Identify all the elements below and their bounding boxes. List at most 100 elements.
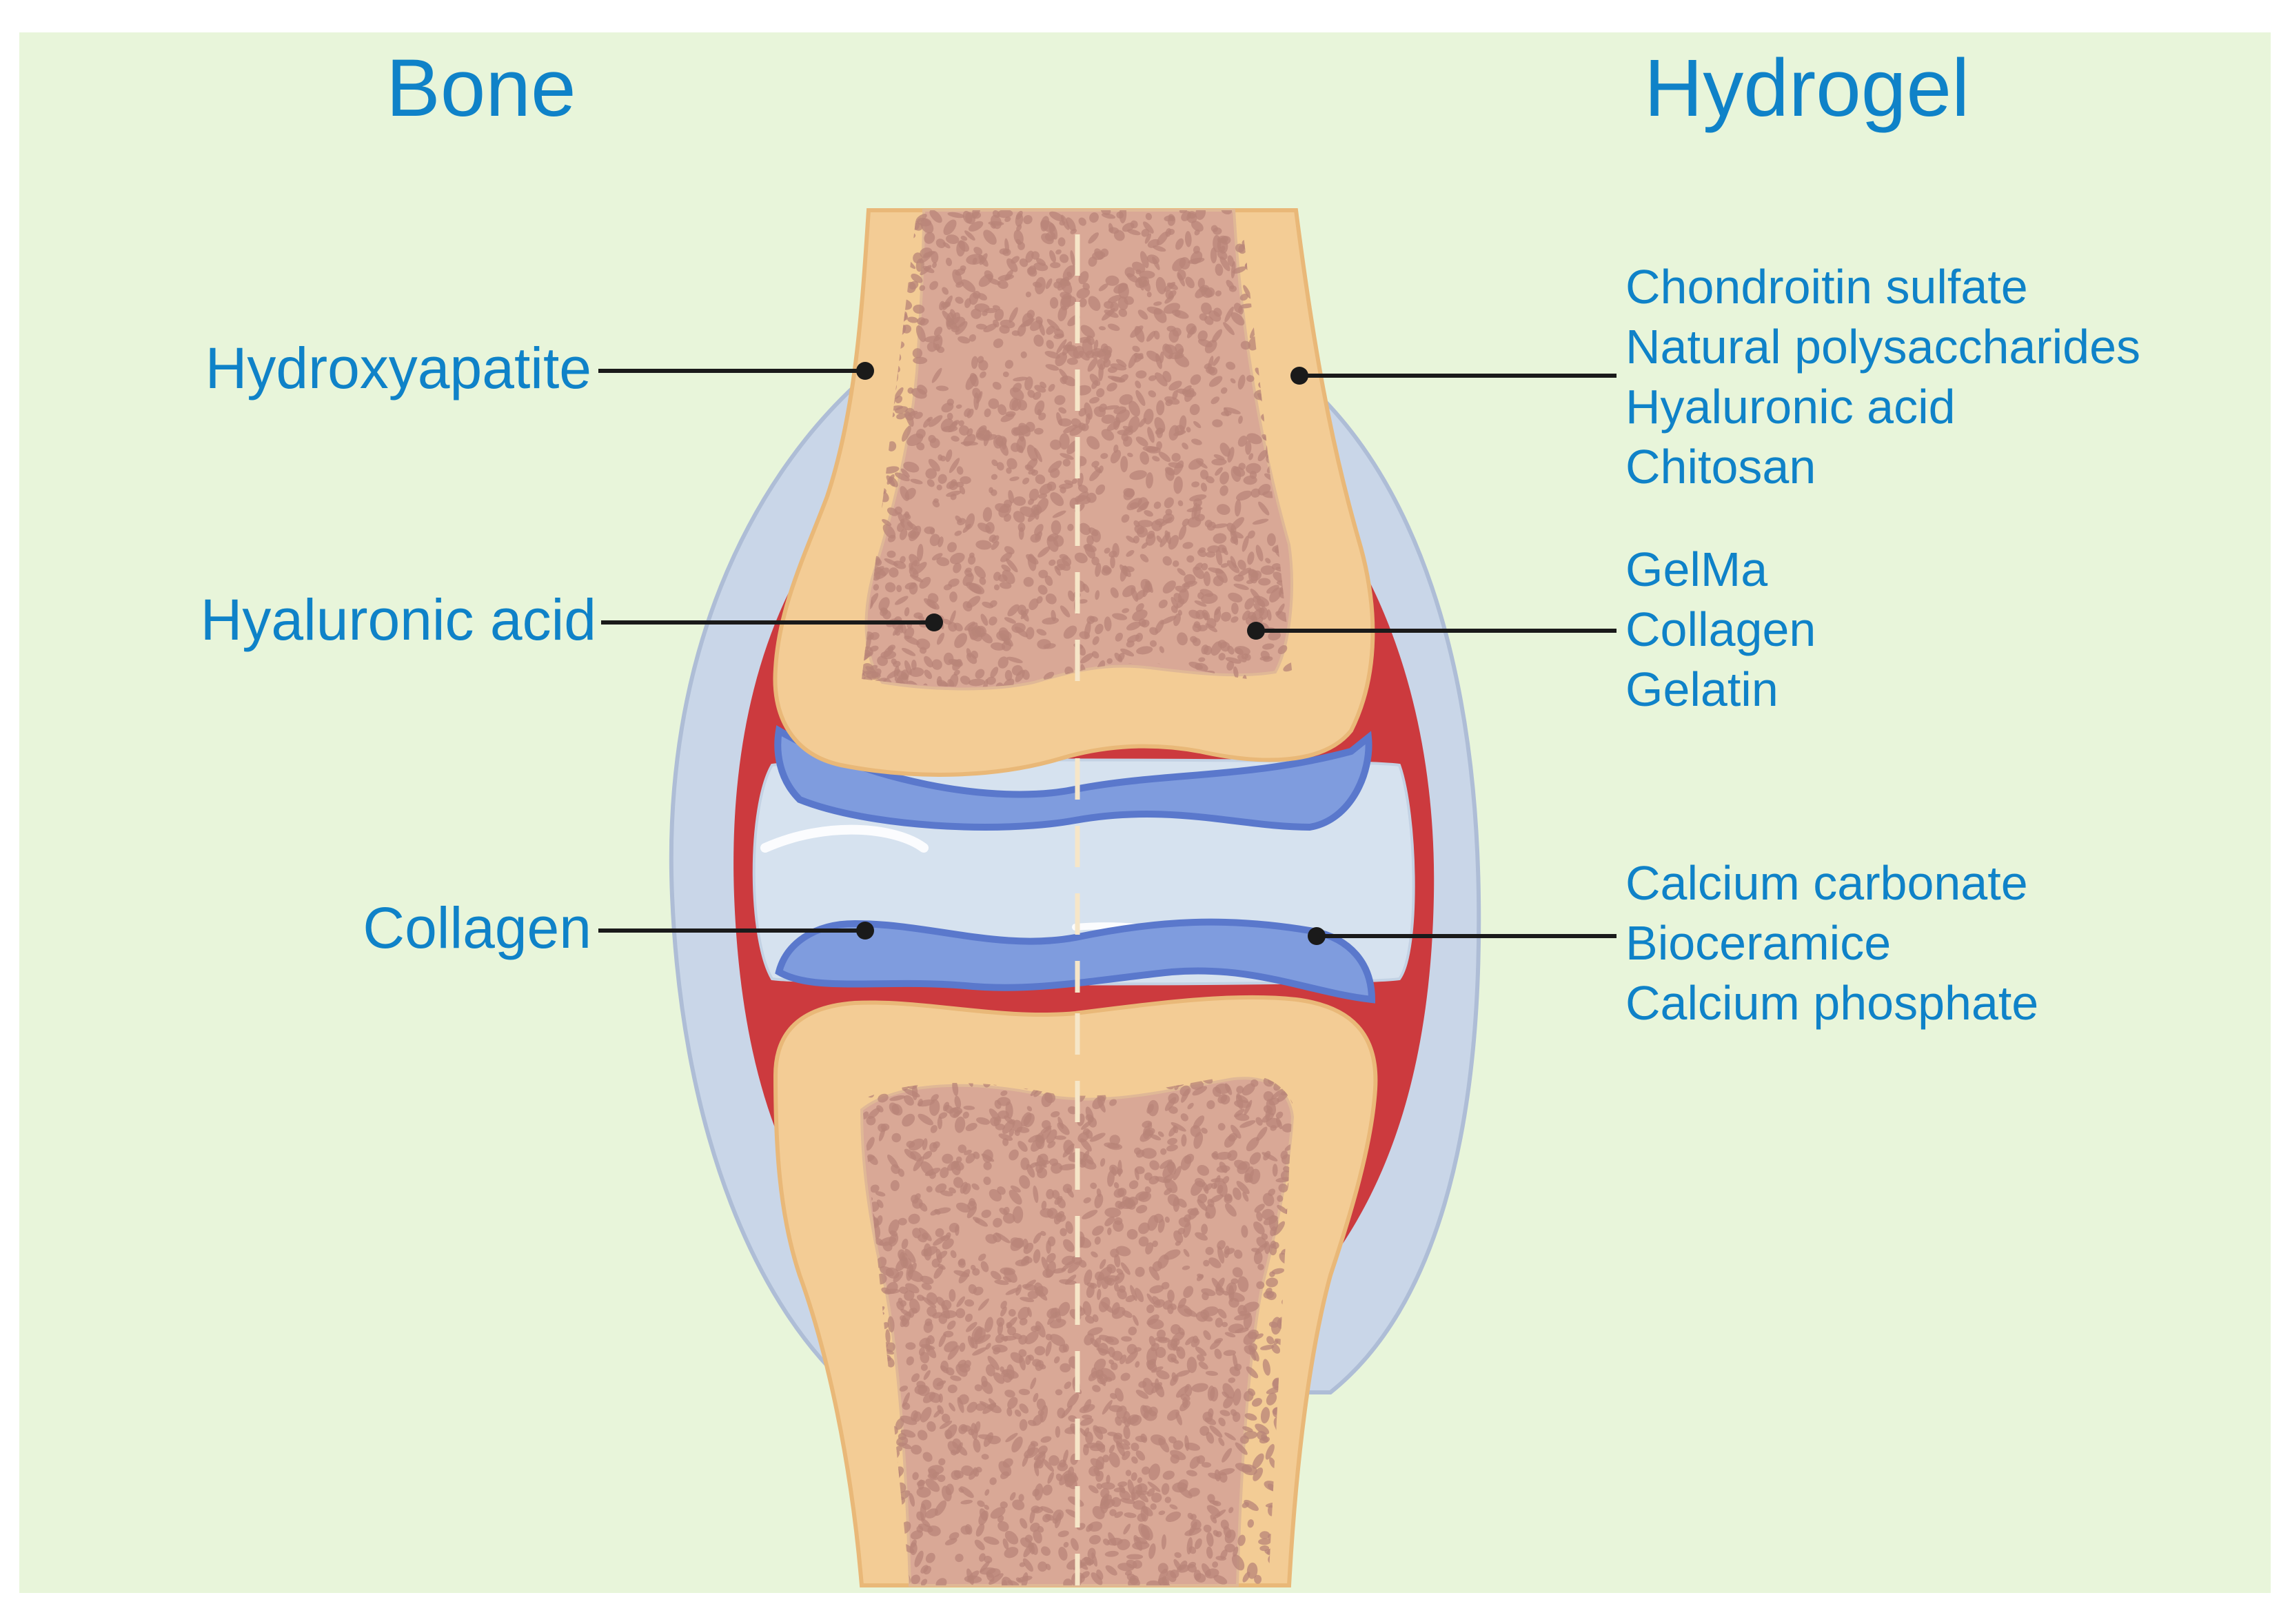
marrow-speckle [1138, 618, 1146, 627]
marrow-speckle [866, 1115, 876, 1126]
marrow-speckle [918, 1227, 932, 1241]
marrow-speckle [904, 660, 912, 676]
marrow-speckle [1209, 1339, 1222, 1350]
marrow-speckle [990, 1270, 1002, 1281]
marrow-speckle [1023, 576, 1034, 587]
marrow-speckle [971, 1183, 980, 1190]
marrow-speckle [1258, 1538, 1271, 1545]
marrow-speckle [990, 667, 999, 678]
marrow-speckle [1167, 1353, 1177, 1363]
marrow-speckle [1206, 618, 1217, 629]
marrow-speckle [895, 596, 909, 605]
marrow-speckle [1217, 1308, 1227, 1319]
marrow-speckle [942, 1153, 953, 1164]
marrow-speckle [984, 1317, 993, 1333]
marrow-speckle [1159, 531, 1171, 547]
marrow-speckle [900, 1300, 907, 1307]
marrow-speckle [907, 530, 917, 538]
marrow-speckle [1104, 1216, 1115, 1227]
marrow-speckle [927, 1465, 944, 1475]
marrow-speckle [969, 372, 979, 387]
marrow-speckle [1213, 608, 1222, 622]
marrow-speckle [991, 459, 998, 467]
marrow-speckle [973, 247, 983, 255]
marrow-speckle [1250, 607, 1265, 621]
marrow-speckle [1060, 605, 1071, 618]
marrow-speckle [947, 212, 965, 219]
marrow-speckle [1269, 1457, 1276, 1468]
marrow-speckle [1002, 569, 1015, 585]
marrow-speckle [946, 257, 952, 267]
marrow-speckle [911, 273, 923, 283]
marrow-speckle [1006, 467, 1012, 474]
marrow-speckle [1233, 583, 1249, 590]
marrow-speckle [1002, 1538, 1009, 1550]
marrow-speckle [1048, 383, 1055, 392]
marrow-speckle [1050, 262, 1061, 269]
marrow-speckle [1046, 536, 1059, 552]
marrow-speckle [1093, 1425, 1104, 1440]
marrow-speckle [1034, 385, 1046, 393]
marrow-speckle [919, 252, 933, 264]
marrow-speckle [938, 1333, 946, 1348]
marrow-speckle [913, 1156, 924, 1172]
marrow-speckle [1104, 1550, 1119, 1557]
marrow-speckle [1078, 271, 1089, 285]
marrow-speckle [1230, 378, 1236, 384]
marrow-speckle [1233, 1187, 1242, 1200]
marrow-speckle [1122, 1439, 1131, 1446]
marrow-speckle [1034, 1346, 1046, 1356]
marrow-speckle [1213, 1574, 1228, 1585]
marrow-speckle [1223, 322, 1235, 336]
marrow-speckle [1114, 652, 1123, 662]
marrow-speckle [1182, 1397, 1188, 1408]
marrow-speckle [949, 591, 957, 602]
marrow-speckle [950, 1375, 962, 1381]
marrow-speckle [1105, 1336, 1119, 1346]
marrow-speckle [894, 472, 910, 482]
marrow-speckle [1219, 1410, 1230, 1417]
marrow-speckle [1216, 1185, 1224, 1195]
marrow-speckle [1006, 458, 1017, 469]
marrow-speckle [937, 680, 948, 687]
marrow-speckle [1167, 1137, 1177, 1145]
marrow-speckle [907, 1270, 924, 1282]
marrow-speckle [1191, 438, 1202, 445]
marrow-speckle [1217, 1240, 1226, 1250]
marrow-speckle [975, 1403, 986, 1411]
marrow-speckle [918, 1099, 923, 1107]
marrow-speckle [1283, 1166, 1290, 1173]
marrow-speckle [996, 462, 1004, 471]
marrow-speckle [1170, 1450, 1186, 1461]
marrow-speckle [1115, 1388, 1124, 1402]
marrow-speckle [1108, 1444, 1115, 1454]
marrow-speckle [1253, 1221, 1265, 1235]
marrow-speckle [1049, 1158, 1059, 1166]
marrow-speckle [1162, 1470, 1175, 1480]
marrow-speckle [1066, 357, 1078, 365]
marrow-speckle [1139, 554, 1149, 562]
marrow-speckle [1233, 666, 1239, 679]
marrow-speckle [997, 274, 1014, 281]
marrow-speckle [1177, 568, 1186, 576]
marrow-speckle [1091, 1552, 1098, 1567]
marrow-speckle [1220, 236, 1231, 245]
marrow-speckle [1234, 1108, 1245, 1117]
marrow-speckle [1040, 1230, 1046, 1236]
marrow-speckle [1094, 1236, 1101, 1245]
marrow-speckle [1000, 1501, 1008, 1509]
marrow-speckle [975, 669, 985, 679]
marrow-speckle [1080, 1556, 1091, 1566]
marrow-speckle [1177, 272, 1185, 287]
marrow-speckle [1066, 1188, 1074, 1198]
marrow-speckle [902, 425, 911, 442]
marrow-speckle [1171, 309, 1189, 319]
marrow-speckle [1046, 340, 1054, 349]
marrow-speckle [999, 325, 1010, 334]
marrow-speckle [905, 1342, 916, 1350]
marrow-speckle [1019, 1355, 1026, 1371]
marrow-speckle [891, 1133, 902, 1143]
marrow-speckle [1094, 248, 1104, 260]
marrow-speckle [992, 381, 1002, 390]
marrow-speckle [1101, 1482, 1115, 1490]
